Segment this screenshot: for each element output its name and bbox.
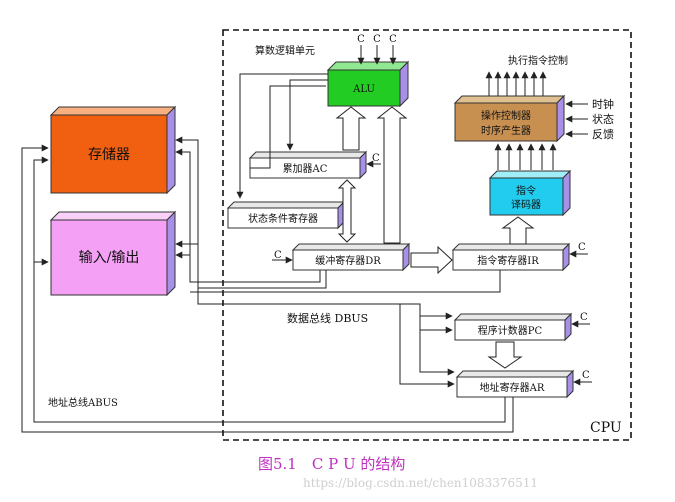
- buffer-register-label: 缓冲寄存器DR: [315, 254, 381, 267]
- address-bus-to-memory-2: [21, 144, 514, 433]
- io-label: 输入/输出: [79, 250, 140, 266]
- instruction-register-label: 指令寄存器IR: [477, 254, 539, 267]
- ir-to-decoder-arrow: [501, 216, 535, 245]
- address-register-block: 地址寄存器AR: [455, 369, 575, 399]
- feedback-label: 反馈: [592, 128, 614, 141]
- ac-to-alu-wire: [250, 85, 326, 169]
- watermark: https://blog.csdn.net/chen1083376511: [303, 476, 538, 490]
- decoder-to-controller-arrows: [494, 143, 557, 170]
- dr-to-ir-arrow: [410, 245, 453, 275]
- alu-to-status-wire: [236, 73, 328, 199]
- svg-text:C: C: [274, 250, 282, 261]
- buffer-register-block: 缓冲寄存器DR: [291, 242, 411, 272]
- alu-label: ALU: [352, 84, 375, 95]
- svg-text:C: C: [373, 34, 381, 45]
- accumulator-label: 累加器AC: [283, 163, 328, 175]
- data-bus-to-ar: [399, 304, 455, 388]
- cpu-label: CPU: [590, 420, 622, 436]
- memory-label: 存储器: [88, 147, 130, 163]
- status-label: 状态: [592, 112, 614, 126]
- svg-text:C: C: [578, 242, 586, 253]
- op-controller-label-line1: 操作控制器: [481, 109, 531, 122]
- instruction-register-block: 指令寄存器IR: [451, 242, 571, 272]
- decoder-label-line2: 译码器: [511, 199, 541, 211]
- svg-text:C: C: [582, 370, 590, 381]
- op-controller-label-line2: 时序产生器: [481, 124, 531, 137]
- alu-to-ac-wire: [286, 79, 328, 151]
- program-counter-block: 程序计数器PC: [453, 312, 573, 342]
- accumulator-block: 累加器AC: [248, 150, 368, 180]
- pc-to-ar-arrow: [487, 341, 523, 369]
- program-counter-label: 程序计数器PC: [478, 324, 543, 337]
- address-bus-to-memory: [33, 156, 506, 423]
- ir-to-bus-wire: [190, 270, 501, 293]
- data-bus-label: 数据总线 DBUS: [287, 311, 368, 325]
- status-register-block: 状态条件寄存器: [226, 200, 346, 230]
- address-register-label: 地址寄存器AR: [480, 381, 545, 394]
- svg-text:C: C: [372, 153, 380, 164]
- svg-text:C: C: [580, 312, 588, 323]
- io-block: 输入/输出: [49, 210, 177, 297]
- status-register-label: 状态条件寄存器: [248, 212, 318, 225]
- address-bus-label: 地址总线ABUS: [48, 396, 118, 409]
- decoder-label-line1: 指令: [516, 184, 536, 197]
- exec-control-arrows: [485, 71, 547, 96]
- data-bus-to-pc-2: [419, 316, 453, 334]
- op-controller-block: 操作控制器 时序产生器: [453, 94, 566, 143]
- decoder-block: 指令 译码器: [488, 169, 572, 217]
- alu-control-inputs: C C C: [357, 34, 397, 65]
- data-bus-to-ar-2: [419, 330, 455, 376]
- alu-block: ALU: [326, 60, 410, 108]
- clock-label: 时钟: [592, 97, 614, 111]
- dr-to-alu-arrow: [376, 106, 408, 244]
- svg-text:C: C: [389, 34, 397, 45]
- ac-dr-arrow: [337, 179, 357, 243]
- alu-group-label: 算数逻辑单元: [255, 44, 315, 57]
- memory-block: 存储器: [49, 105, 177, 195]
- figure-caption: 图5.1 C P U 的结构: [258, 455, 405, 473]
- data-bus-to-memory: [175, 148, 321, 283]
- data-bus-to-pc: [197, 288, 453, 320]
- exec-control-label: 执行指令控制: [508, 54, 568, 67]
- ac-to-alu-arrow: [335, 106, 367, 151]
- svg-text:C: C: [357, 34, 365, 45]
- cpu-boundary: [222, 29, 632, 441]
